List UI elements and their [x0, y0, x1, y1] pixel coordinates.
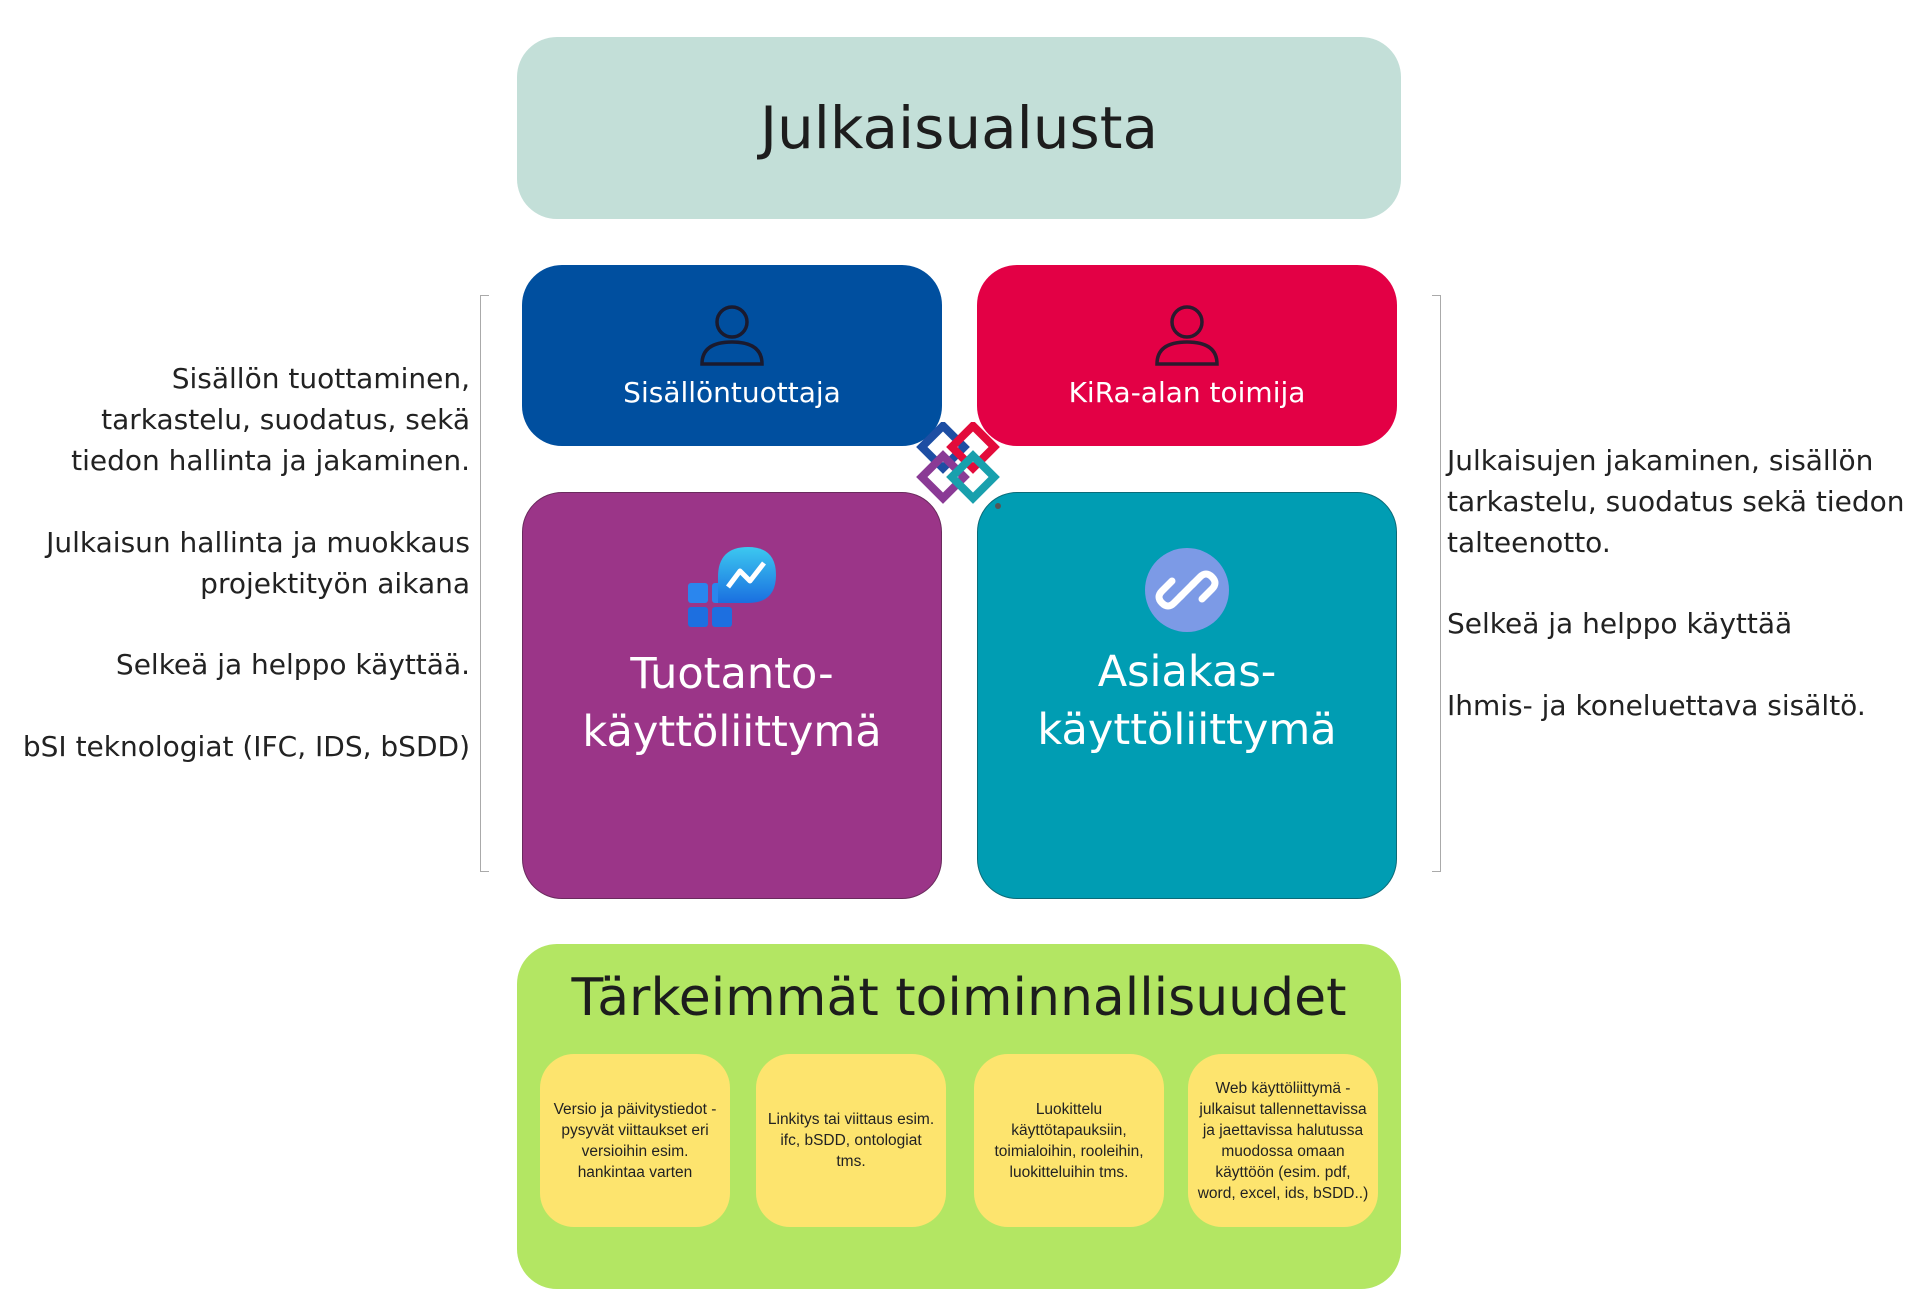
client-interface-box: Asiakas-käyttöliittymä	[977, 492, 1397, 899]
right-description-3: Ihmis- ja koneluettava sisältö.	[1447, 689, 1866, 722]
production-title-line2: käyttöliittymä	[582, 707, 882, 757]
feature-item: Luokittelu käyttötapauksiin, toimialoihi…	[974, 1054, 1164, 1227]
left-bracket	[480, 295, 489, 872]
actor-role-box: KiRa-alan toimija	[977, 265, 1397, 446]
feature-item: Versio ja päivitystiedot - pysyvät viitt…	[540, 1054, 730, 1227]
right-description-2: Selkeä ja helppo käyttää	[1447, 607, 1793, 640]
platform-title-box: Julkaisualusta	[517, 37, 1401, 219]
platform-title: Julkaisualusta	[759, 94, 1159, 162]
features-title: Tärkeimmät toiminnallisuudet	[571, 968, 1347, 1028]
feature-item: Linkitys tai viittaus esim. ifc, bSDD, o…	[756, 1054, 946, 1227]
actor-label: KiRa-alan toimija	[1068, 376, 1306, 409]
link-icon	[1145, 548, 1229, 632]
producer-label: Sisällöntuottaja	[623, 376, 841, 409]
production-interface-box: Tuotanto-käyttöliittymä	[522, 492, 942, 899]
producer-role-box: Sisällöntuottaja	[522, 265, 942, 446]
right-bracket	[1432, 295, 1441, 872]
production-title-line1: Tuotanto-	[630, 649, 834, 699]
person-icon	[1155, 305, 1219, 366]
left-description-1: Sisällön tuottaminen,tarkastelu, suodatu…	[71, 362, 470, 477]
client-title-line2: käyttöliittymä	[1037, 705, 1337, 755]
person-icon	[700, 305, 764, 366]
left-description-3: Selkeä ja helppo käyttää.	[115, 648, 470, 681]
left-description-4: bSI teknologiat (IFC, IDS, bSDD)	[22, 730, 470, 763]
features-box: Tärkeimmät toiminnallisuudet Versio ja p…	[517, 944, 1401, 1289]
client-title-line1: Asiakas-	[1097, 647, 1277, 697]
analytics-app-icon	[688, 547, 776, 627]
feature-item: Web käyttöliittymä - julkaisut tallennet…	[1188, 1054, 1378, 1227]
buildingsmart-logo-icon	[916, 422, 1001, 509]
